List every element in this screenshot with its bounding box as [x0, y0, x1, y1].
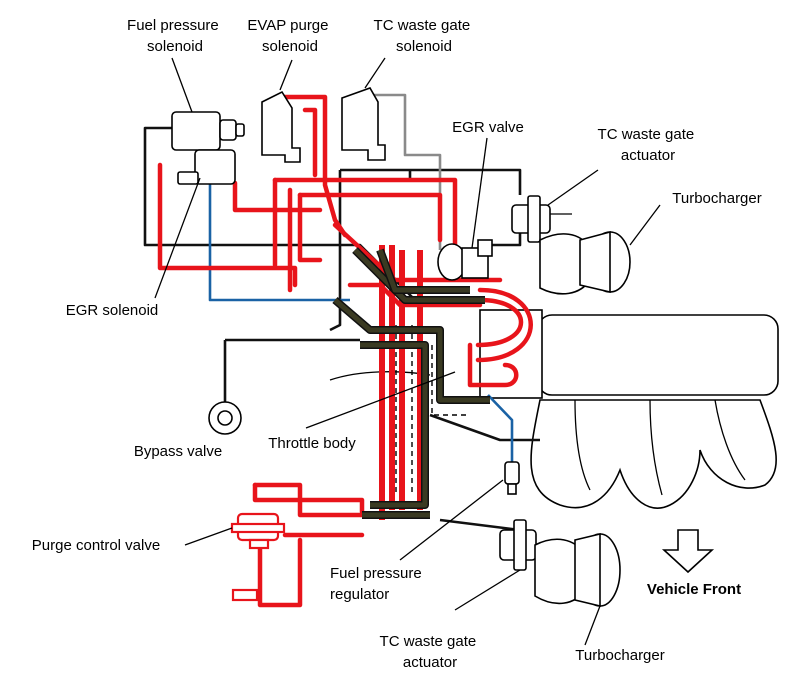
tc-waste-gate-actuator-bottom-part	[499, 519, 537, 571]
bypass-valve-part	[208, 401, 242, 435]
egr-solenoid-part	[177, 149, 236, 185]
label-tc-waste-gate-actuator-bottom: TC waste gate actuator	[380, 633, 481, 671]
dark-olive-hoses	[332, 247, 490, 519]
label-turbocharger-top: Turbocharger	[672, 190, 762, 207]
leader-lines	[154, 57, 661, 646]
label-throttle-body: Throttle body	[268, 435, 356, 452]
label-egr-solenoid: EGR solenoid	[66, 302, 159, 319]
gray-hose	[365, 93, 442, 250]
label-purge-control-valve: Purge control valve	[32, 537, 160, 554]
label-tc-waste-gate-solenoid: TC waste gate solenoid	[374, 17, 475, 55]
vehicle-front-arrow-icon	[661, 529, 715, 574]
fuel-pressure-regulator-part	[504, 461, 520, 495]
label-fuel-pressure-solenoid: Fuel pressure solenoid	[127, 17, 223, 55]
label-bypass-valve: Bypass valve	[134, 443, 222, 460]
label-egr-valve: EGR valve	[452, 119, 524, 136]
fuel-pressure-solenoid-part	[171, 111, 245, 151]
egr-valve-part	[437, 239, 493, 281]
label-fuel-pressure-regulator: Fuel pressure regulator	[330, 565, 426, 603]
turbocharger-top-part	[539, 230, 631, 295]
label-vehicle-front: Vehicle Front	[647, 581, 741, 598]
turbocharger-bottom-part	[534, 532, 621, 608]
label-tc-waste-gate-actuator-top: TC waste gate actuator	[598, 126, 699, 164]
label-evap-purge-solenoid: EVAP purge solenoid	[247, 17, 332, 55]
blue-hoses	[208, 170, 514, 465]
label-turbocharger-bottom: Turbocharger	[575, 647, 665, 664]
tc-waste-gate-actuator-top-part	[511, 195, 572, 243]
tc-waste-gate-solenoid-part	[341, 87, 386, 161]
evap-purge-solenoid-part	[261, 90, 301, 163]
